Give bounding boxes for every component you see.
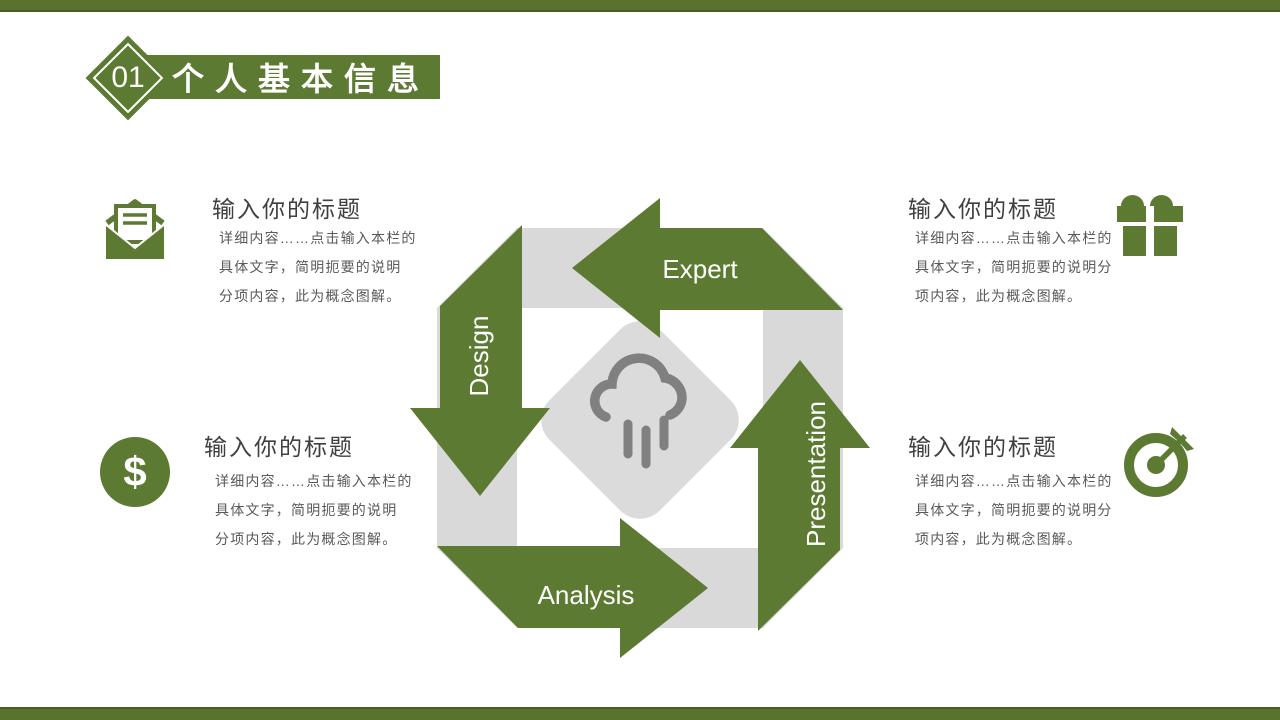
dollar-symbol: $ xyxy=(123,448,146,495)
section-number: 01 xyxy=(111,61,145,94)
body-line: 具体文字，简明扼要的说明分 xyxy=(915,502,1113,518)
block-title-top-right: 输入你的标题 xyxy=(908,196,1058,222)
target-icon xyxy=(1124,427,1194,497)
body-line: 具体文字，简明扼要的说明 xyxy=(219,259,402,275)
body-line: 项内容，此为概念图解。 xyxy=(915,531,1083,547)
arrow-label-design: Design xyxy=(464,316,494,397)
dart-feather xyxy=(1170,427,1194,451)
arrow-label-analysis: Analysis xyxy=(538,580,635,610)
body-line: 详细内容……点击输入本栏的 xyxy=(915,473,1113,489)
target-ring xyxy=(1124,433,1188,497)
body-line: 详细内容……点击输入本栏的 xyxy=(915,230,1113,246)
block-title-bottom-left: 输入你的标题 xyxy=(204,434,354,460)
block-body-bottom-right: 详细内容……点击输入本栏的 具体文字，简明扼要的说明分 项内容，此为概念图解。 xyxy=(915,467,1113,554)
body-line: 详细内容……点击输入本栏的 xyxy=(215,473,413,489)
gift-icon xyxy=(1117,195,1183,256)
bottom-accent-bar xyxy=(0,707,1280,720)
block-body-top-left: 详细内容……点击输入本栏的 具体文字，简明扼要的说明 分项内容，此为概念图解。 xyxy=(219,224,417,311)
block-body-bottom-left: 详细内容……点击输入本栏的 具体文字，简明扼要的说明 分项内容，此为概念图解。 xyxy=(215,467,413,554)
page-title: 个人基本信息 xyxy=(172,61,431,97)
gift-box xyxy=(1123,226,1146,256)
top-accent-bar xyxy=(0,0,1280,12)
gift-lid xyxy=(1117,206,1146,222)
gift-bow-left xyxy=(1121,195,1144,206)
dollar-icon: $ xyxy=(100,437,170,507)
gift-bow-right xyxy=(1150,195,1173,206)
block-title-top-left: 输入你的标题 xyxy=(212,196,362,222)
body-line: 具体文字，简明扼要的说明分 xyxy=(915,259,1113,275)
envelope-body xyxy=(104,221,166,261)
arrow-expert xyxy=(572,198,843,338)
arrow-design xyxy=(410,225,550,496)
body-line: 分项内容，此为概念图解。 xyxy=(219,288,402,304)
block-title-bottom-right: 输入你的标题 xyxy=(908,434,1058,460)
title-banner: 个人基本信息 xyxy=(140,55,440,99)
body-line: 具体文字，简明扼要的说明 xyxy=(215,502,398,518)
body-line: 详细内容……点击输入本栏的 xyxy=(219,230,417,246)
cloud-rain-icon xyxy=(590,353,687,469)
block-body-top-right: 详细内容……点击输入本栏的 具体文字，简明扼要的说明分 项内容，此为概念图解。 xyxy=(915,224,1113,311)
arrow-analysis xyxy=(437,518,708,658)
arrow-presentation xyxy=(730,360,870,631)
center-diamond xyxy=(541,321,739,519)
arrow-label-presentation: Presentation xyxy=(801,401,831,547)
body-line: 项内容，此为概念图解。 xyxy=(915,288,1083,304)
arrow-label-expert: Expert xyxy=(662,254,738,284)
body-line: 分项内容，此为概念图解。 xyxy=(215,531,398,547)
envelope-icon xyxy=(104,199,166,261)
cycle-diagram: Expert Design Analysis Presentation xyxy=(410,198,870,658)
